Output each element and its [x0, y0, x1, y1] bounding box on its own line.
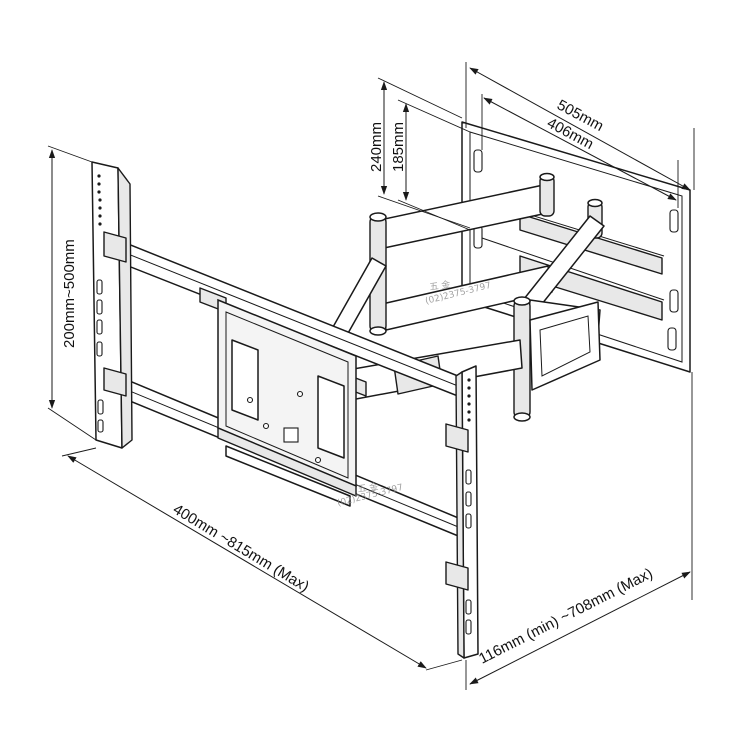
dimension-horizontal-range: 400mm ~815mm (Max): [61, 447, 463, 671]
dim-horizontal-label: 400mm ~815mm (Max): [170, 501, 312, 596]
dim-vertical-label: 200mm~500mm: [61, 239, 78, 348]
watermark-name-2: 五 金: [357, 480, 379, 495]
dimension-wall-height: 240mm 185mm: [368, 77, 471, 231]
dim-240-label: 240mm: [368, 122, 385, 172]
dim-185-label: 185mm: [390, 122, 407, 172]
dimension-extension-range: 116mm (min) ~708mm (Max): [465, 372, 693, 690]
left-bracket-holes: [96, 174, 104, 433]
watermark-name: 五 金: [429, 278, 451, 293]
dimension-vertical-range: 200mm~500mm: [47, 145, 97, 441]
dim-extension-label: 116mm (min) ~708mm (Max): [476, 565, 655, 668]
